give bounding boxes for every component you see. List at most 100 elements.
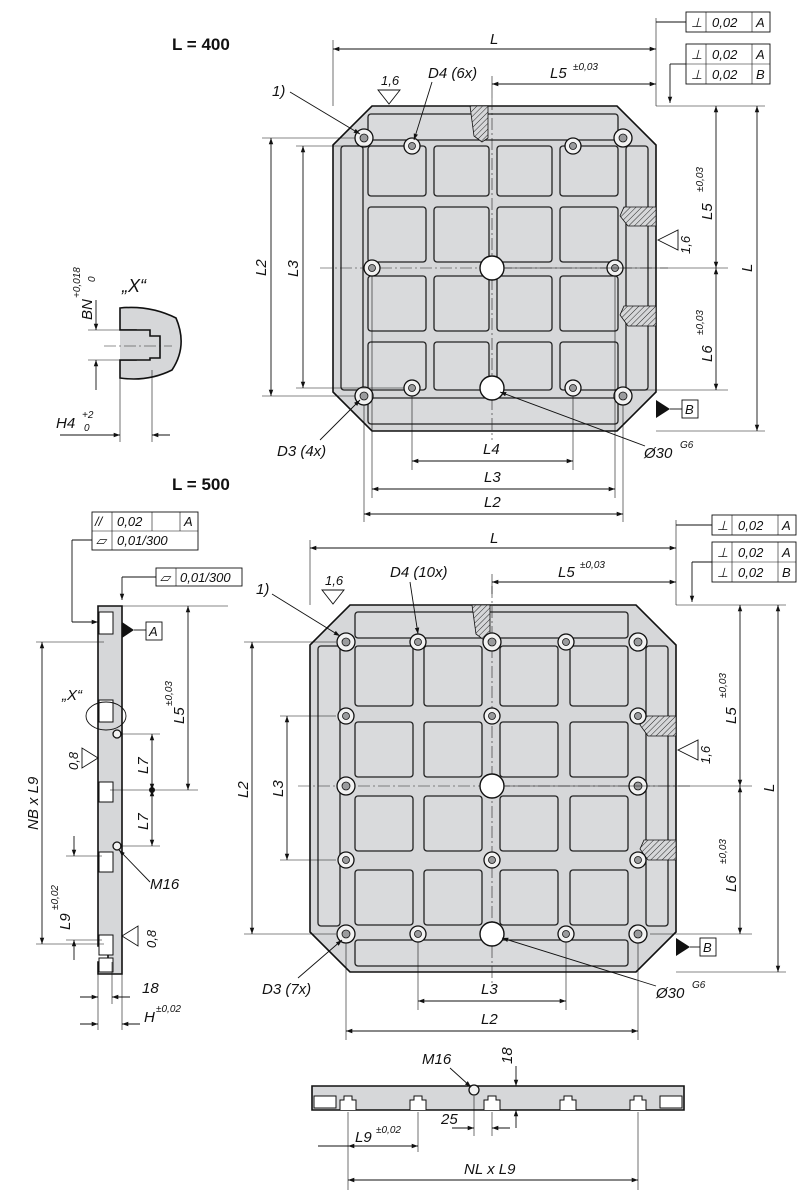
dim-18-side: 18 [142,980,159,997]
tol-frame-500-side: ⊥ 0,02 A ⊥ 0,02 B [689,541,797,602]
dim-18-bottom: 18 [499,1047,516,1064]
rough-side-lower: 0,8 [144,929,159,948]
plate-500-view: L = 500 [172,475,797,1040]
dim-l5-top-500: L5 [558,564,575,581]
svg-text:0,01/300: 0,01/300 [180,570,231,585]
dim-h4: H4 [56,415,75,432]
dim-l5-tol-500: ±0,03 [580,560,605,571]
dim-l2-left-400: L2 [253,259,270,276]
svg-text:0,01/300: 0,01/300 [117,533,168,548]
dim-25-bottom: 25 [440,1111,458,1128]
dim-l5-side-tol: ±0,03 [164,681,175,706]
svg-text:▱: ▱ [96,533,108,548]
tol-frame-flat: ▱ 0,01/300 [119,567,243,600]
dim-l7-lower: L7 [135,813,152,830]
svg-text:A: A [755,47,765,62]
svg-text:A: A [781,545,791,560]
rough-right-500: 1,6 [698,745,713,764]
bottom-profile [311,1085,685,1111]
dim-l6-right-tol-500: ±0,03 [718,839,729,864]
dim-l9-bottom: L9 [355,1129,372,1146]
plate-400-holes-d4 [363,137,624,397]
bottom-view: M16 18 25 L9 ±0,02 NL x L9 [311,1047,685,1190]
svg-text:⊥: ⊥ [691,15,702,30]
svg-text:⊥: ⊥ [717,518,728,533]
plate-400-grid [340,113,649,425]
svg-text:B: B [685,402,694,417]
dim-l5-side: L5 [171,707,188,724]
svg-text:0,02: 0,02 [738,565,764,580]
plate-500-holes-d4 [337,633,647,943]
datum-b-400: B [656,399,699,419]
dim-h4-tol-up: +2 [82,410,94,421]
svg-text:⊥: ⊥ [691,47,702,62]
callout-d30-400: Ø30 [643,445,673,462]
dim-l4-400: L4 [483,441,500,458]
svg-text:A: A [183,514,193,529]
dim-l3-500: L3 [481,981,498,998]
detail-x-marker [85,701,127,731]
title-l500: L = 500 [172,475,230,494]
dim-l5-right-500: L5 [723,707,740,724]
callout-d3-500: D3 (7x) [262,981,311,998]
dim-l9-bottom-tol: ±0,02 [376,1125,401,1136]
note-1-500: 1) [256,581,269,598]
svg-text:B: B [756,67,765,82]
dim-l3-left-400: L3 [285,260,302,277]
side-view: // 0,02 A ▱ 0,01/300 ▱ 0,01/300 [25,511,243,1030]
svg-text:0,02: 0,02 [712,15,738,30]
callout-g6-500: G6 [692,980,706,991]
plate-400-view: L = 400 [172,11,771,522]
dim-bn-tol-up: +0,018 [72,267,83,298]
svg-text:0,02: 0,02 [712,67,738,82]
svg-text:0,02: 0,02 [117,514,143,529]
svg-text:⊥: ⊥ [691,67,702,82]
callout-d30-500: Ø30 [655,985,685,1002]
dim-nl-l9: NL x L9 [464,1161,516,1178]
svg-text:⊥: ⊥ [717,565,728,580]
rough-right-400: 1,6 [678,235,693,254]
plate-400-bore-center [479,255,505,281]
svg-text:0,02: 0,02 [712,47,738,62]
title-l400: L = 400 [172,35,230,54]
datum-b-500: B [676,937,717,957]
dim-l9-side: L9 [57,913,74,930]
dim-l3-400: L3 [484,469,501,486]
dim-l5-tol-400: ±0,03 [573,62,598,73]
plate-500-bore-bottom [479,921,505,947]
dim-h4-tol-lo: 0 [84,423,90,434]
svg-text:0,02: 0,02 [738,545,764,560]
svg-text:A: A [148,624,158,639]
dim-bn: BN [79,299,96,320]
tol-frame-400-top: ⊥ 0,02 A [656,11,771,33]
dim-l6-right-tol-400: ±0,03 [695,310,706,335]
svg-text:A: A [781,518,791,533]
dim-l6-right-500: L6 [723,875,740,892]
dim-l5-right-tol-400: ±0,03 [695,167,706,192]
dim-l5-right-tol-500: ±0,03 [718,673,729,698]
detail-x-label: „X“ [121,276,147,296]
svg-text:▱: ▱ [160,570,172,585]
dim-l5-right-400: L5 [699,203,716,220]
dim-h-side-tol: ±0,02 [156,1004,181,1015]
datum-a: A [122,621,163,641]
dim-h-side: H [144,1009,155,1026]
rough-top-400: 1,6 [381,73,400,88]
bottom-slots [313,1095,683,1110]
callout-d4-500: D4 (10x) [390,564,448,581]
rough-side-upper: 0,8 [66,751,81,770]
side-slots [98,611,114,973]
svg-text:⊥: ⊥ [717,545,728,560]
plate-400-section-top [469,105,489,143]
dim-bn-tol-lo: 0 [87,276,98,282]
dim-l-right-400: L [739,264,756,272]
dim-l6-right-400: L6 [699,345,716,362]
callout-m16-bottom: M16 [422,1051,452,1068]
plate-400-section-right2 [619,305,657,327]
tol-frame-400-side: ⊥ 0,02 A ⊥ 0,02 B [667,43,771,103]
note-1-400: 1) [272,83,285,100]
dim-l5-top-400: L5 [550,65,567,82]
dim-l2-left-500: L2 [235,781,252,798]
callout-g6-400: G6 [680,440,694,451]
callout-d3-400: D3 (4x) [277,443,326,460]
